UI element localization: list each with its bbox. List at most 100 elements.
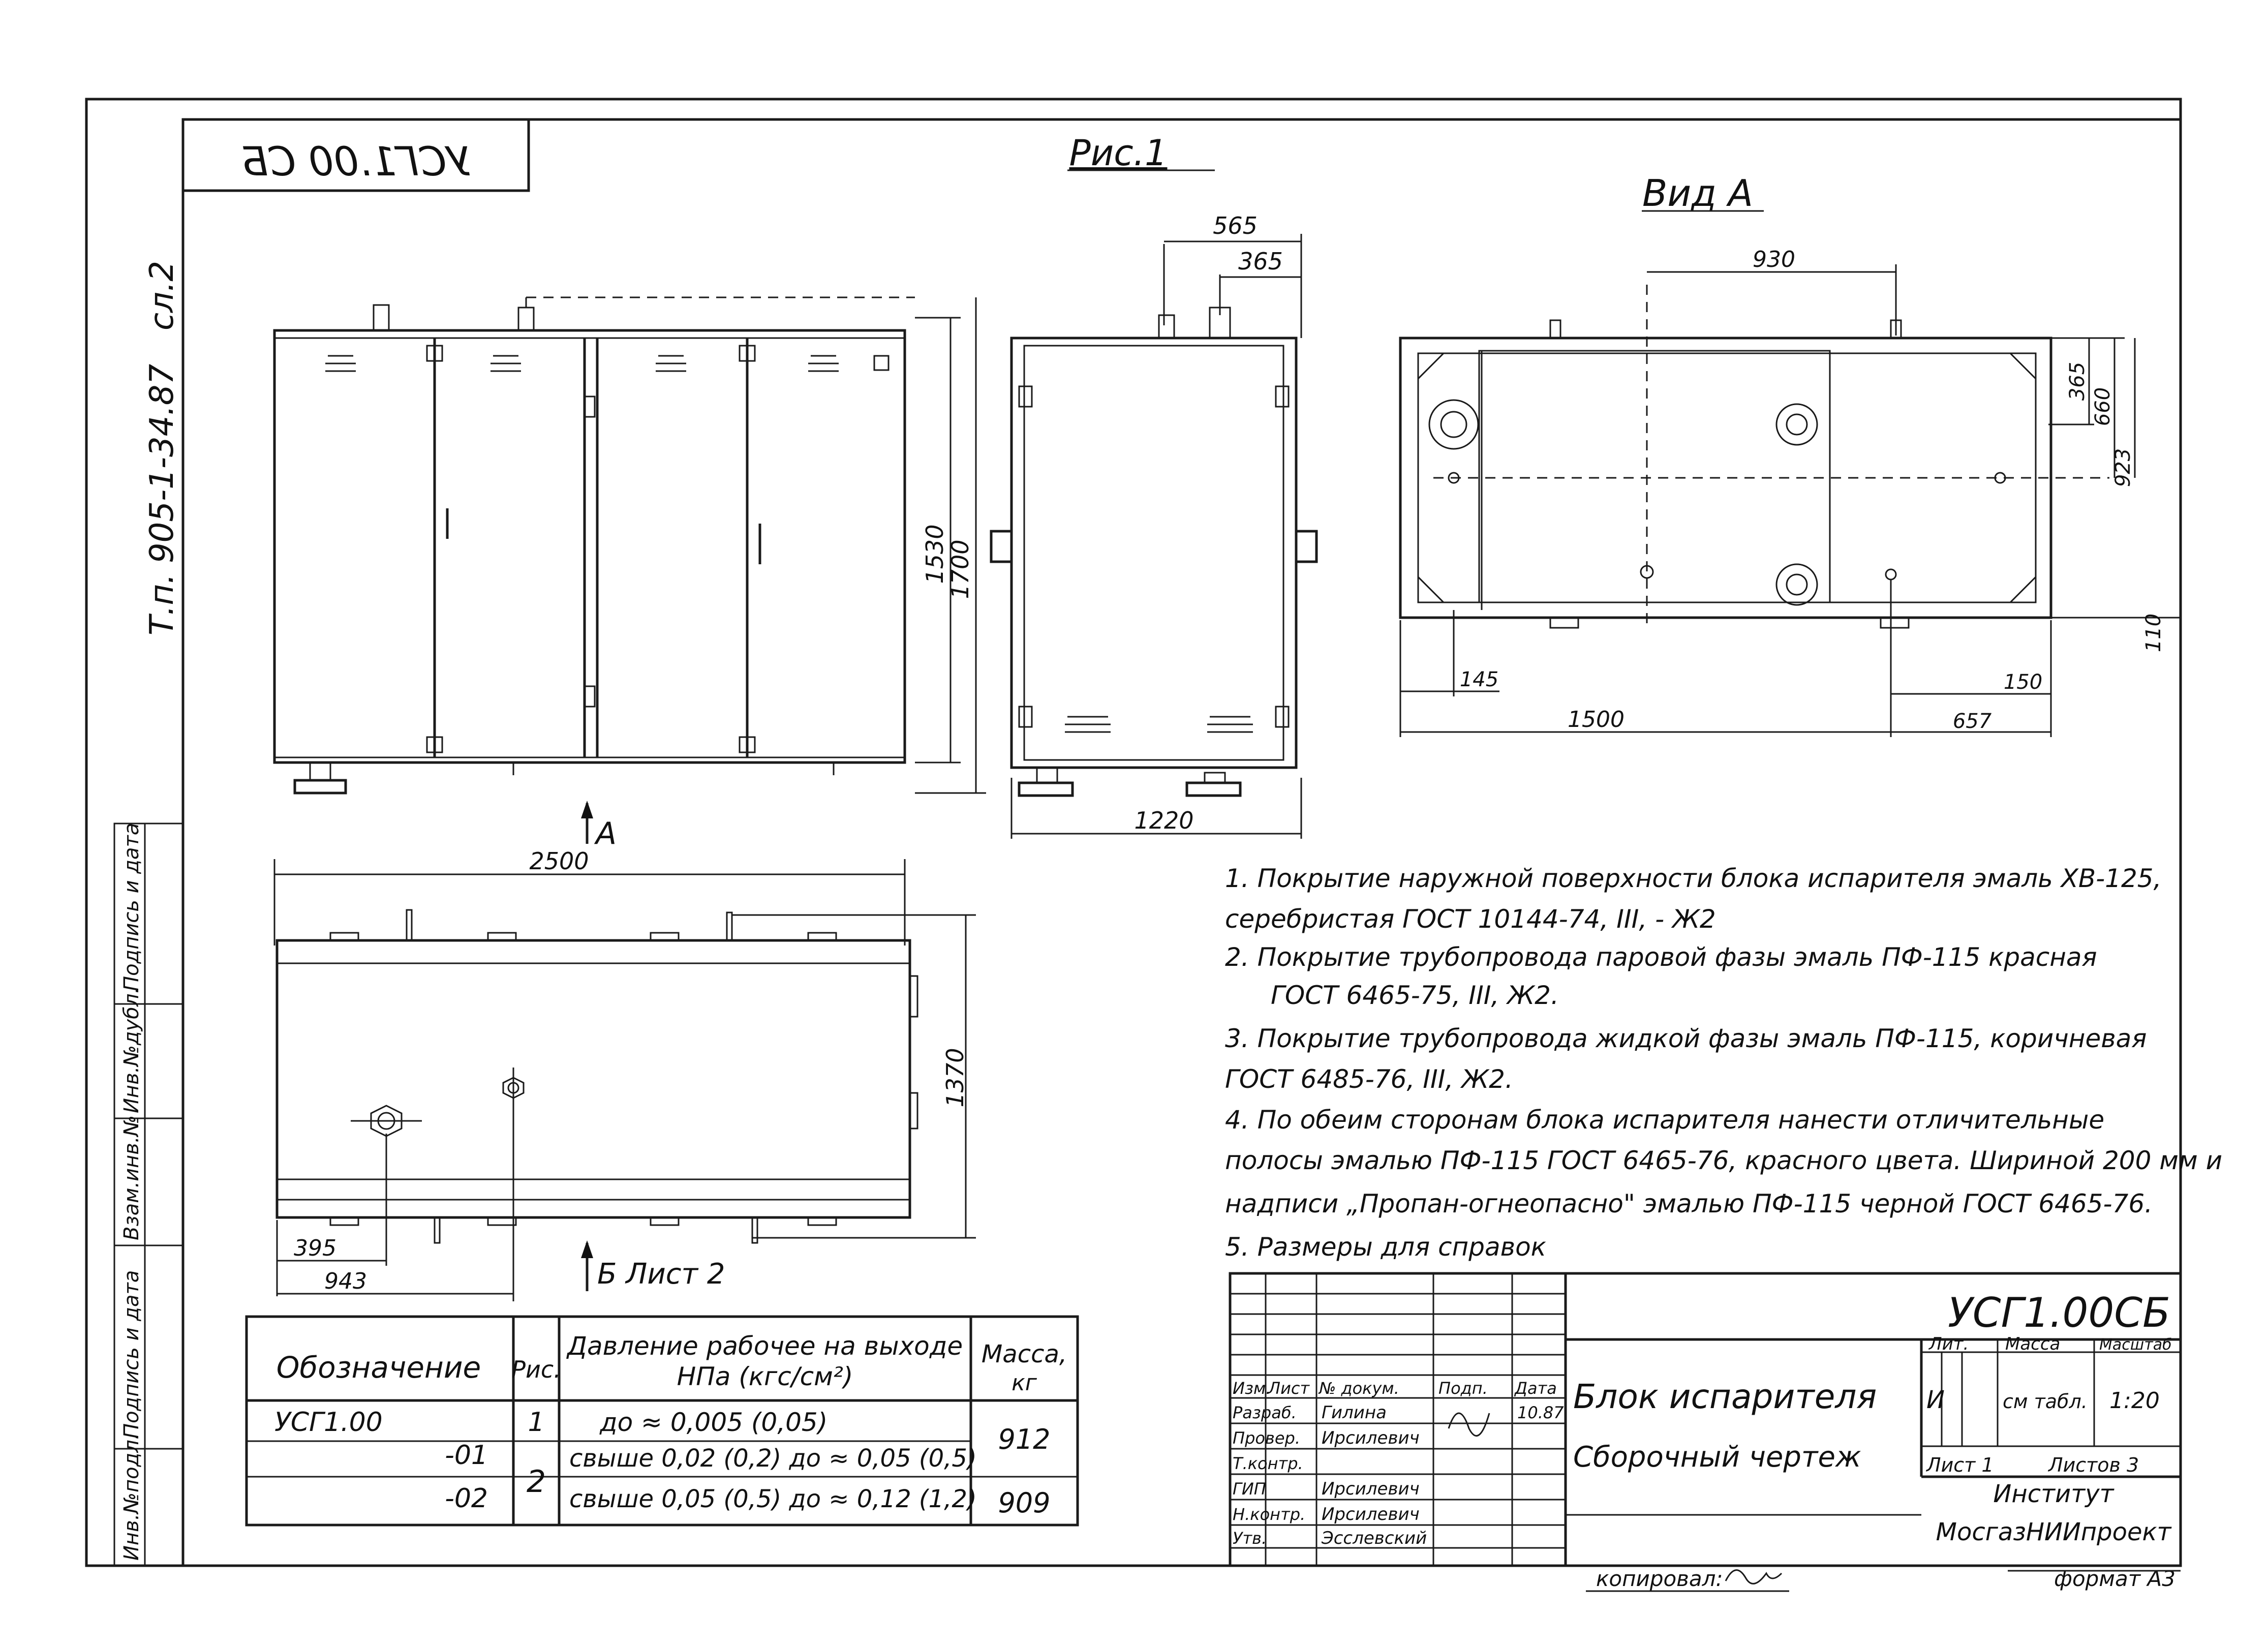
tb-title-2: Сборочный чертеж bbox=[1573, 1441, 1861, 1474]
row2-pressure: свыше 0,02 (0,2) до ≈ 0,05 (0,5) bbox=[569, 1444, 977, 1473]
dim-side-565: 565 bbox=[1213, 212, 1258, 239]
pressure-table: Обозначение Рис. Давление рабочее на вых… bbox=[245, 1315, 1079, 1527]
tb-col-date: Дата bbox=[1514, 1379, 1557, 1398]
row2-fig: 2 bbox=[527, 1464, 546, 1500]
stamp-code: УСГ1.00 СБ bbox=[241, 139, 471, 185]
row1-fig: 1 bbox=[528, 1407, 544, 1438]
side-reference: Т.п. 905-1-34.87 bbox=[143, 363, 181, 635]
note-line-5: 3. Покрытие трубопровода жидкой фазы эма… bbox=[1225, 1024, 2147, 1053]
side-view: 565 365 1220 bbox=[990, 212, 1318, 839]
view-a: 930 365 660 923 110 145 1500 150 657 bbox=[1399, 247, 2181, 737]
note-line-8: полосы эмалью ПФ-115 ГОСТ 6465-76, красн… bbox=[1225, 1146, 2222, 1175]
tb-col-doc: № докум. bbox=[1318, 1379, 1399, 1398]
tb-col-izm: Изм. bbox=[1233, 1379, 1271, 1398]
left-label-5: Инв.№подл. bbox=[120, 1433, 143, 1561]
th-fig: Рис. bbox=[511, 1356, 561, 1383]
note-line-6: ГОСТ 6485-76, III, Ж2. bbox=[1225, 1064, 1513, 1094]
left-label-3: Взам.инв.№ bbox=[120, 1115, 143, 1240]
tb-lit-header: Лит. bbox=[1928, 1334, 1969, 1354]
dim-view-660: 660 bbox=[2091, 387, 2114, 426]
tb-col-sign: Подп. bbox=[1438, 1379, 1488, 1398]
note-line-4: ГОСТ 6465-75, III, Ж2. bbox=[1271, 981, 1559, 1010]
mass-value-2: 909 bbox=[998, 1487, 1050, 1519]
th-pressure-2: НПа (кгс/см²) bbox=[677, 1362, 853, 1391]
th-designation: Обозначение bbox=[277, 1350, 481, 1385]
arrow-b-head bbox=[581, 1240, 593, 1258]
dim-1700: 1700 bbox=[946, 539, 974, 599]
arrow-a-label: А bbox=[594, 816, 617, 851]
notes: 1. Покрытие наружной поверхности блока и… bbox=[1225, 864, 2222, 1262]
th-mass-1: Масса, bbox=[982, 1340, 1067, 1368]
note-line-10: 5. Размеры для справок bbox=[1225, 1232, 1546, 1262]
dim-view-110: 110 bbox=[2142, 614, 2165, 652]
dim-view-150: 150 bbox=[2004, 670, 2042, 694]
front-view: 1530 1700 bbox=[273, 296, 986, 795]
tb-org-1: Институт bbox=[1993, 1480, 2114, 1508]
side-sheet: сл.2 bbox=[143, 261, 181, 330]
row2-designation: -01 bbox=[445, 1440, 488, 1471]
note-line-1: 1. Покрытие наружной поверхности блока и… bbox=[1225, 864, 2162, 893]
plan-view: 2500 1370 bbox=[273, 847, 976, 1301]
dim-side-365: 365 bbox=[1238, 248, 1283, 275]
tb-role-4: ГИП bbox=[1233, 1479, 1266, 1499]
tb-name-5: Ирсилевич bbox=[1322, 1504, 1420, 1525]
view-a-label: Вид А bbox=[1642, 172, 1753, 215]
left-label-1: Подпись и дата bbox=[120, 823, 143, 991]
tb-role-6: Утв. bbox=[1233, 1529, 1267, 1548]
arrow-a-head bbox=[581, 801, 593, 818]
outer-frame bbox=[85, 98, 2182, 1567]
tb-name-4: Ирсилевич bbox=[1322, 1479, 1420, 1499]
dim-plan-395: 395 bbox=[294, 1235, 336, 1261]
tb-name-2: Ирсилевич bbox=[1322, 1428, 1420, 1448]
tb-role-5: Н.контр. bbox=[1233, 1505, 1305, 1524]
dim-1530: 1530 bbox=[921, 524, 948, 584]
mass-value-1: 912 bbox=[998, 1423, 1050, 1455]
left-label-2: Инв.№дубл. bbox=[120, 987, 143, 1113]
tb-scale-value: 1:20 bbox=[2109, 1388, 2160, 1414]
dim-plan-1370: 1370 bbox=[941, 1048, 969, 1107]
tb-scale-header: Масштаб bbox=[2099, 1336, 2172, 1354]
tb-role-1: Разраб. bbox=[1233, 1403, 1297, 1422]
left-label-4: Подпись и дата bbox=[120, 1270, 143, 1439]
tb-title-1: Блок испарителя bbox=[1573, 1377, 1877, 1416]
tb-mass-header: Масса bbox=[2005, 1334, 2060, 1354]
tb-col-list: Лист bbox=[1268, 1379, 1310, 1398]
tb-role-3: Т.контр. bbox=[1233, 1454, 1303, 1473]
tb-mass-value: см табл. bbox=[2003, 1390, 2088, 1413]
tb-name-6: Эсслевский bbox=[1321, 1528, 1427, 1548]
th-mass-2: кг bbox=[1012, 1370, 1037, 1396]
dim-plan-943: 943 bbox=[324, 1268, 367, 1294]
note-line-9: надписи „Пропан-огнеопасно" эмалью ПФ-11… bbox=[1225, 1189, 2153, 1218]
row1-pressure: до ≈ 0,005 (0,05) bbox=[599, 1408, 827, 1437]
arrow-b-label: Б Лист 2 bbox=[597, 1258, 725, 1291]
figure-label: Рис.1 bbox=[1069, 132, 1168, 174]
tb-sheets: Листов 3 bbox=[2047, 1454, 2139, 1476]
dim-view-365: 365 bbox=[2066, 362, 2089, 401]
copied-by: копировал: bbox=[1596, 1566, 1723, 1591]
copier-signature bbox=[1725, 1569, 1783, 1584]
dim-view-145: 145 bbox=[1460, 668, 1498, 691]
note-line-7: 4. По обеим сторонам блока испарителя на… bbox=[1225, 1105, 2104, 1135]
inner-frame bbox=[181, 118, 2182, 1567]
row3-designation: -02 bbox=[445, 1483, 488, 1514]
left-strip bbox=[113, 822, 184, 1567]
dim-view-930: 930 bbox=[1753, 247, 1795, 272]
row1-designation: УСГ1.00 bbox=[274, 1407, 383, 1438]
stamp-box bbox=[181, 118, 530, 192]
tb-name-1: Гилина bbox=[1322, 1403, 1387, 1423]
title-block: Изм. Лист № докум. Подп. Дата Разраб. Ги… bbox=[1229, 1272, 2182, 1567]
note-line-3: 2. Покрытие трубопровода паровой фазы эм… bbox=[1225, 942, 2097, 972]
dim-view-1500: 1500 bbox=[1568, 707, 1625, 733]
note-line-2: серебристая ГОСТ 10144-74, III, - Ж2 bbox=[1225, 904, 1716, 934]
tb-role-2: Провер. bbox=[1233, 1428, 1300, 1448]
dim-view-657: 657 bbox=[1953, 710, 1992, 733]
dim-side-1220: 1220 bbox=[1134, 807, 1193, 834]
tb-date: 10.87 bbox=[1517, 1403, 1564, 1422]
dim-plan-2500: 2500 bbox=[529, 847, 589, 875]
tb-sheet: Лист 1 bbox=[1925, 1454, 1994, 1476]
tb-code: УСГ1.00СБ bbox=[1948, 1289, 2170, 1336]
tb-org-2: МосгазНИИпроект bbox=[1936, 1518, 2172, 1546]
dim-view-923: 923 bbox=[2111, 448, 2135, 487]
row3-pressure: свыше 0,05 (0,5) до ≈ 0,12 (1,2) bbox=[569, 1485, 977, 1513]
